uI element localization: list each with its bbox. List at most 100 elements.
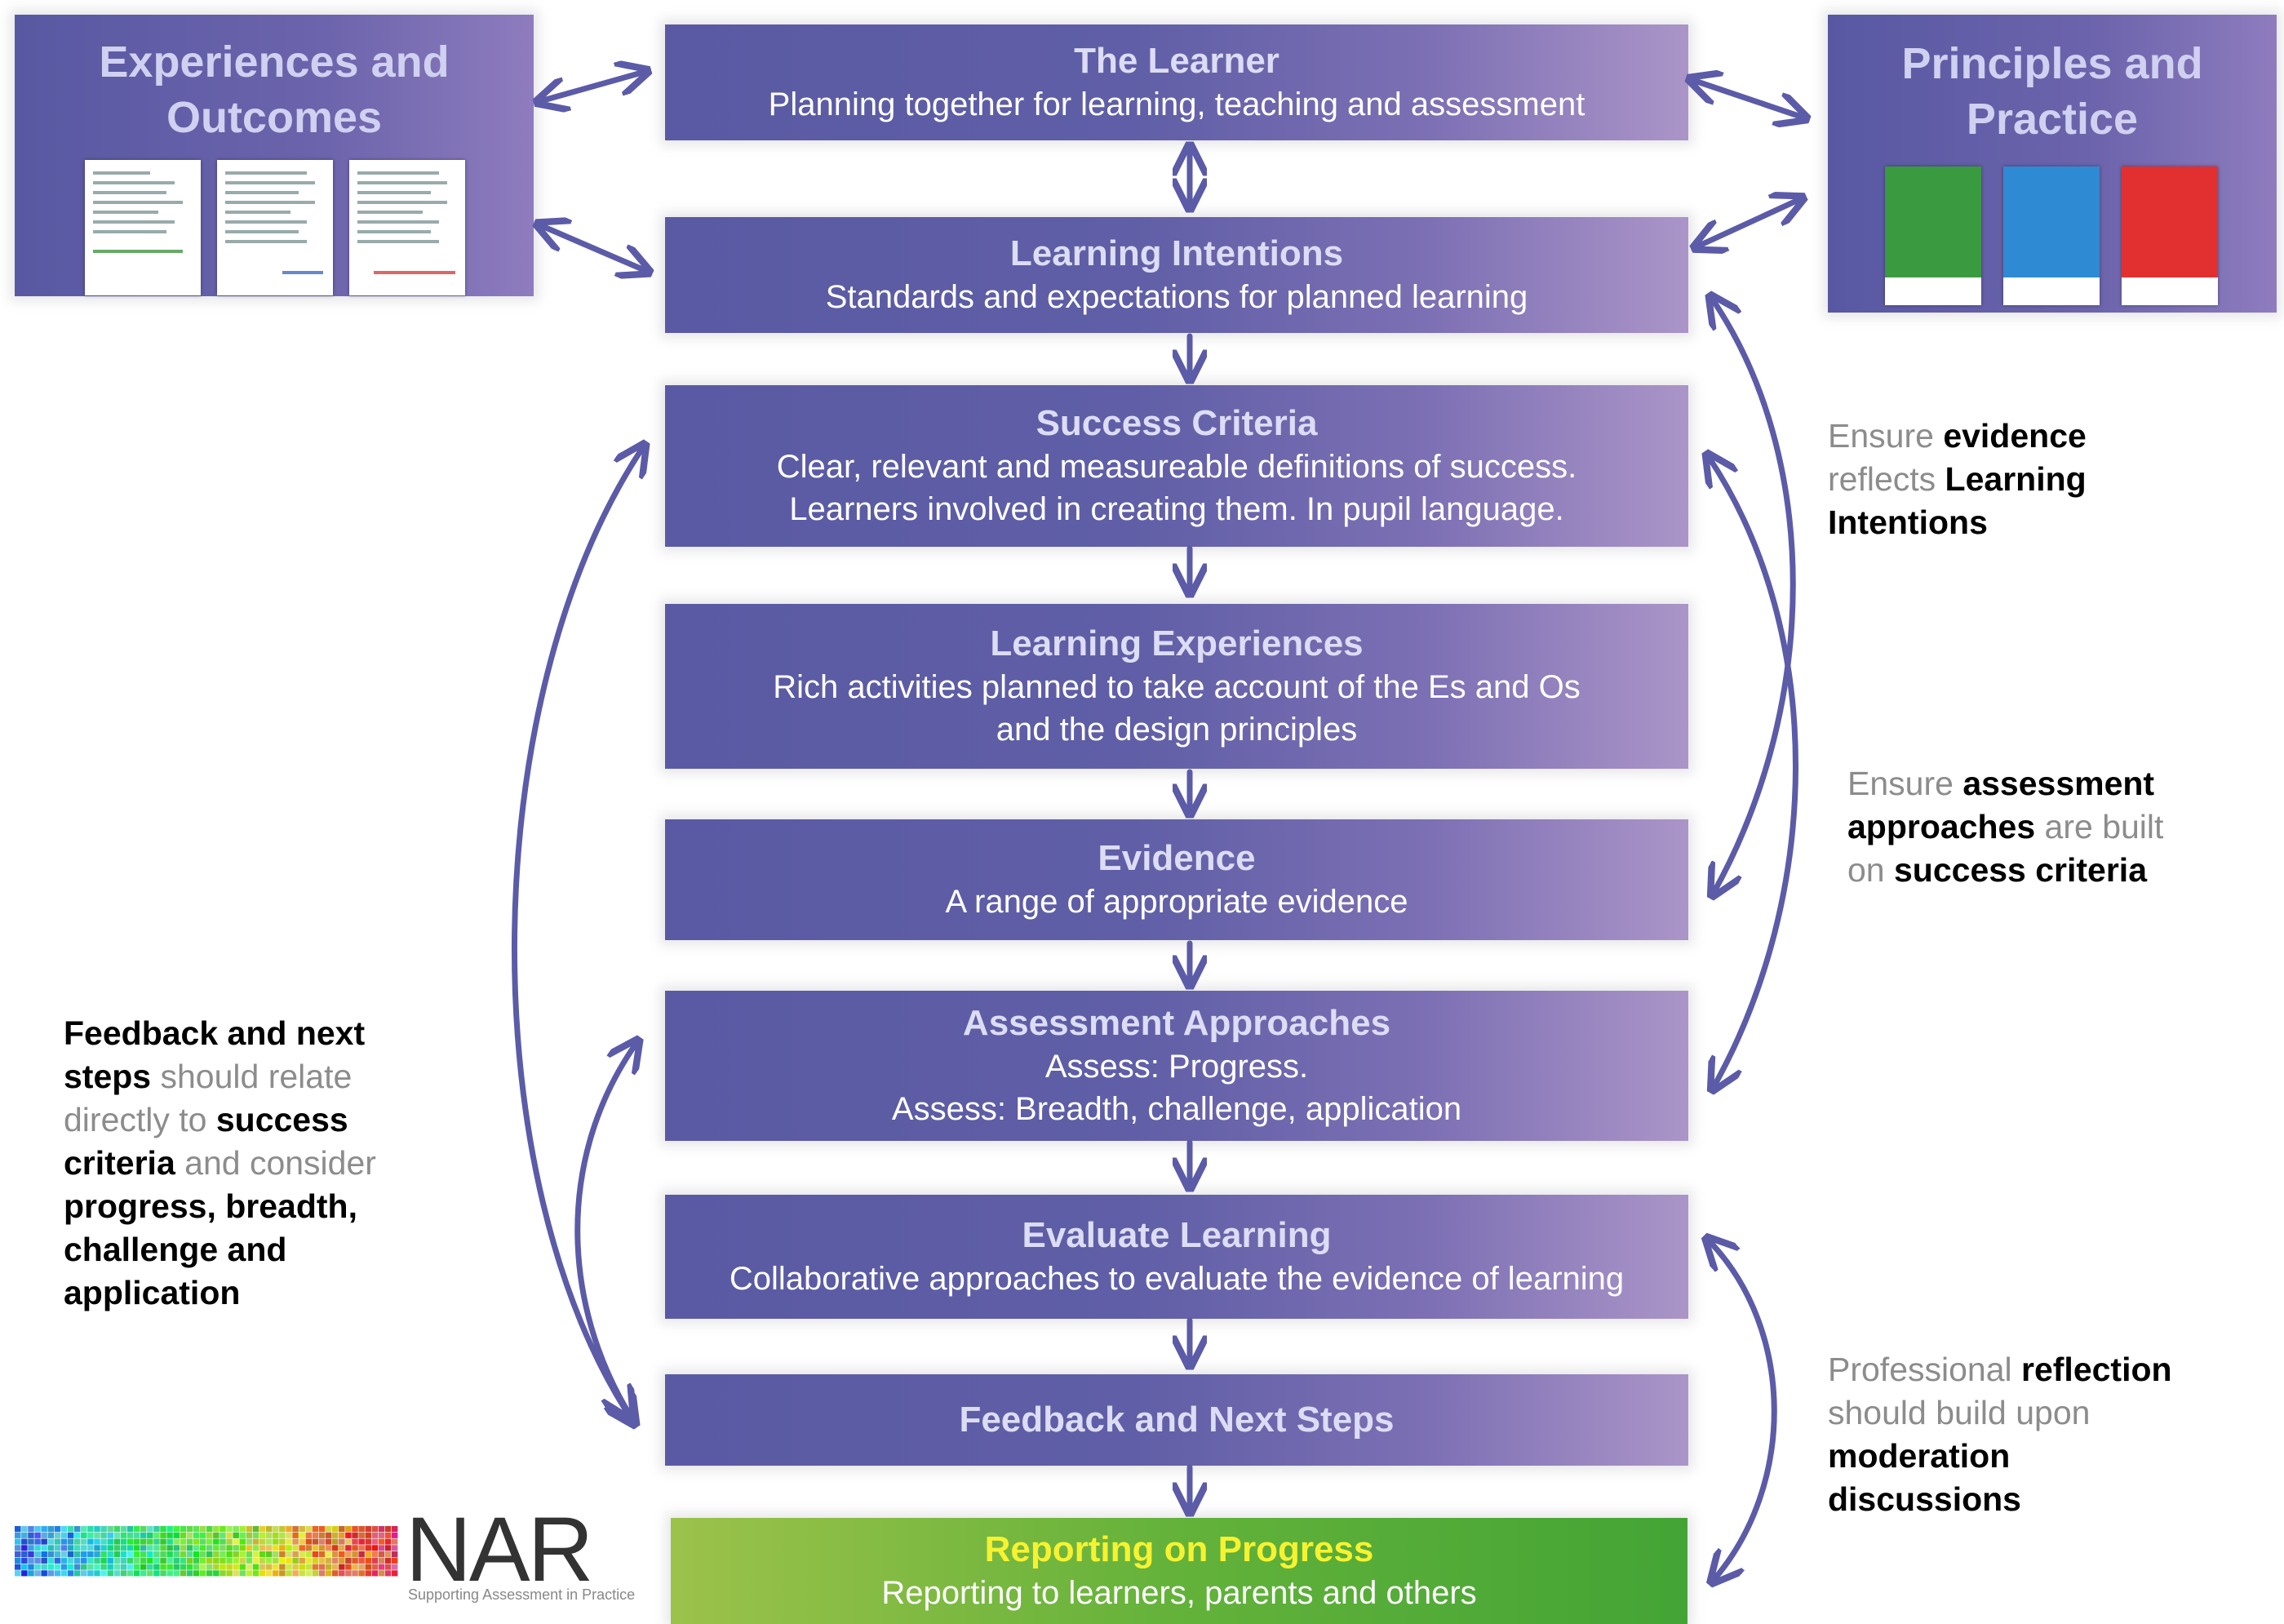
- mosaic-tile: [331, 1557, 339, 1564]
- mosaic-tile: [305, 1538, 313, 1545]
- mosaic-tile: [213, 1570, 220, 1577]
- mosaic-tile: [325, 1545, 332, 1551]
- mosaic-tile: [273, 1545, 279, 1551]
- mosaic-tile: [365, 1570, 371, 1577]
- mosaic-tile: [252, 1557, 259, 1564]
- mosaic-tile: [371, 1557, 379, 1564]
- mosaic-tile: [279, 1557, 286, 1564]
- mosaic-tile: [279, 1526, 286, 1533]
- mosaic-tile: [286, 1538, 292, 1545]
- mosaic-tile: [352, 1564, 358, 1570]
- mosaic-tile: [113, 1564, 121, 1570]
- mosaic-tile: [371, 1538, 379, 1545]
- mosaic-tile: [365, 1551, 371, 1558]
- box-feedback-next-steps: Feedback and Next Steps: [665, 1374, 1688, 1466]
- box-subtitle: Collaborative approaches to evaluate the…: [729, 1261, 1625, 1297]
- mosaic-tile: [279, 1551, 286, 1558]
- mosaic-tile: [21, 1526, 28, 1533]
- mosaic-tile: [28, 1545, 34, 1551]
- mosaic-tile: [213, 1564, 220, 1570]
- mosaic-tile: [206, 1570, 213, 1577]
- mosaic-tile: [73, 1564, 81, 1570]
- mosaic-tile: [378, 1557, 385, 1564]
- mosaic-tile: [41, 1557, 47, 1564]
- mosaic-tile: [107, 1557, 113, 1564]
- mosaic-tile: [273, 1551, 279, 1558]
- mosaic-tile: [173, 1564, 180, 1570]
- mosaic-tile: [384, 1538, 392, 1545]
- mosaic-tile: [339, 1557, 345, 1564]
- mosaic-tile: [47, 1545, 55, 1551]
- mosaic-tile: [273, 1557, 279, 1564]
- mosaic-tile: [299, 1564, 305, 1570]
- mosaic-tile: [312, 1538, 319, 1545]
- arrow-eo-intentions: [540, 225, 646, 271]
- mosaic-tile: [358, 1538, 365, 1545]
- mosaic-tile: [87, 1551, 94, 1558]
- mosaic-tile: [325, 1557, 332, 1564]
- box-learning-experiences: Learning Experiences Rich activities pla…: [665, 604, 1688, 769]
- mosaic-tile: [325, 1538, 332, 1545]
- mosaic-tile: [305, 1545, 313, 1551]
- mosaic-tile: [233, 1532, 239, 1538]
- mosaic-tile: [391, 1526, 398, 1533]
- mosaic-tile: [54, 1526, 61, 1533]
- mosaic-tile: [312, 1570, 319, 1577]
- mosaic-tile: [41, 1564, 47, 1570]
- mosaic-tile: [318, 1570, 326, 1577]
- mosaic-tile: [21, 1538, 28, 1545]
- mosaic-tile: [246, 1564, 253, 1570]
- mosaic-tile: [259, 1538, 266, 1545]
- mosaic-tile: [60, 1551, 68, 1558]
- mosaic-tile: [133, 1526, 140, 1533]
- mosaic-tile: [34, 1557, 41, 1564]
- mosaic-tile: [73, 1545, 81, 1551]
- mosaic-tile: [286, 1557, 292, 1564]
- mosaic-tile: [60, 1564, 68, 1570]
- mosaic-tile: [34, 1551, 41, 1558]
- mosaic-tile: [312, 1551, 319, 1558]
- mosaic-tile: [384, 1551, 392, 1558]
- mosaic-tile: [140, 1570, 147, 1577]
- mosaic-tile: [73, 1532, 81, 1538]
- mosaic-tile: [113, 1551, 121, 1558]
- mosaic-tile: [292, 1538, 299, 1545]
- mosaic-tile: [180, 1564, 187, 1570]
- mosaic-tile: [384, 1532, 392, 1538]
- box-subtitle: Rich activities planned to take account …: [773, 669, 1581, 748]
- mosaic-tile: [193, 1526, 200, 1533]
- mosaic-tile: [173, 1551, 180, 1558]
- mosaic-tile: [220, 1532, 226, 1538]
- mosaic-tile: [193, 1551, 200, 1558]
- mosaic-tile: [15, 1526, 21, 1533]
- mosaic-tile: [15, 1551, 21, 1558]
- mosaic-tile: [339, 1538, 345, 1545]
- mosaic-tile: [305, 1551, 313, 1558]
- mosaic-tile: [371, 1551, 379, 1558]
- mosaic-tile: [252, 1545, 259, 1551]
- mosaic-tile: [378, 1570, 385, 1577]
- mosaic-tile: [331, 1526, 339, 1533]
- mosaic-tile: [173, 1538, 180, 1545]
- mosaic-tile: [318, 1538, 326, 1545]
- mosaic-tile: [21, 1564, 28, 1570]
- mosaic-tile: [81, 1564, 87, 1570]
- mosaic-tile: [365, 1564, 371, 1570]
- mosaic-tile: [345, 1564, 352, 1570]
- mosaic-tile: [113, 1538, 121, 1545]
- mosaic-tile: [193, 1570, 200, 1577]
- mosaic-tile: [193, 1538, 200, 1545]
- mosaic-tile: [339, 1570, 345, 1577]
- mosaic-tile: [153, 1557, 160, 1564]
- nar-logo-tagline: Supporting Assessment in Practice: [408, 1586, 636, 1603]
- red-booklet: [2122, 166, 2218, 305]
- mosaic-tile: [352, 1538, 358, 1545]
- box-evaluate-learning: Evaluate Learning Collaborative approach…: [665, 1195, 1688, 1319]
- mosaic-tile: [384, 1570, 392, 1577]
- mosaic-tile: [147, 1538, 153, 1545]
- mosaic-tile: [81, 1557, 87, 1564]
- mosaic-tile: [220, 1551, 226, 1558]
- mosaic-tile: [292, 1532, 299, 1538]
- mosaic-tile: [28, 1564, 34, 1570]
